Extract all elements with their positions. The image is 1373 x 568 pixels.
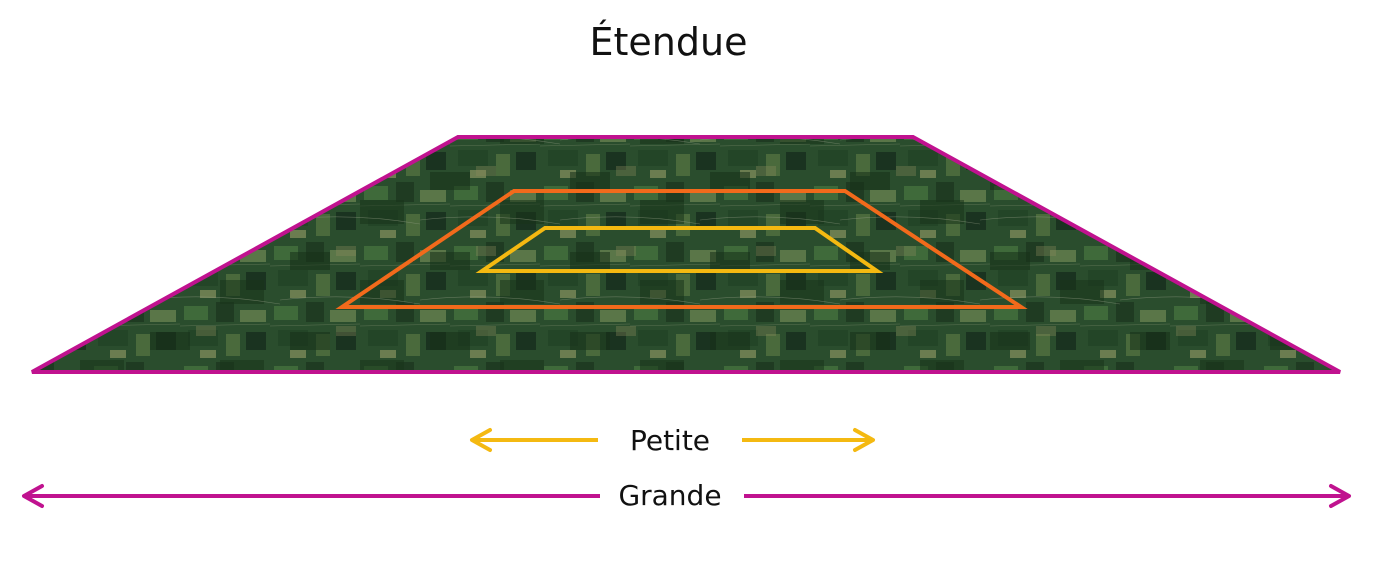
large-extent-arrow-icon [22,484,1351,508]
medium-extent-outline [335,189,1028,309]
large-extent-label: Grande [618,479,722,512]
satellite-terrain [32,137,1340,372]
large-extent-outline [31,135,1341,374]
small-extent-outline [475,226,884,273]
small-extent-arrow-icon [470,428,875,452]
small-extent-label: Petite [629,424,711,457]
page-title: Étendue [589,20,748,64]
